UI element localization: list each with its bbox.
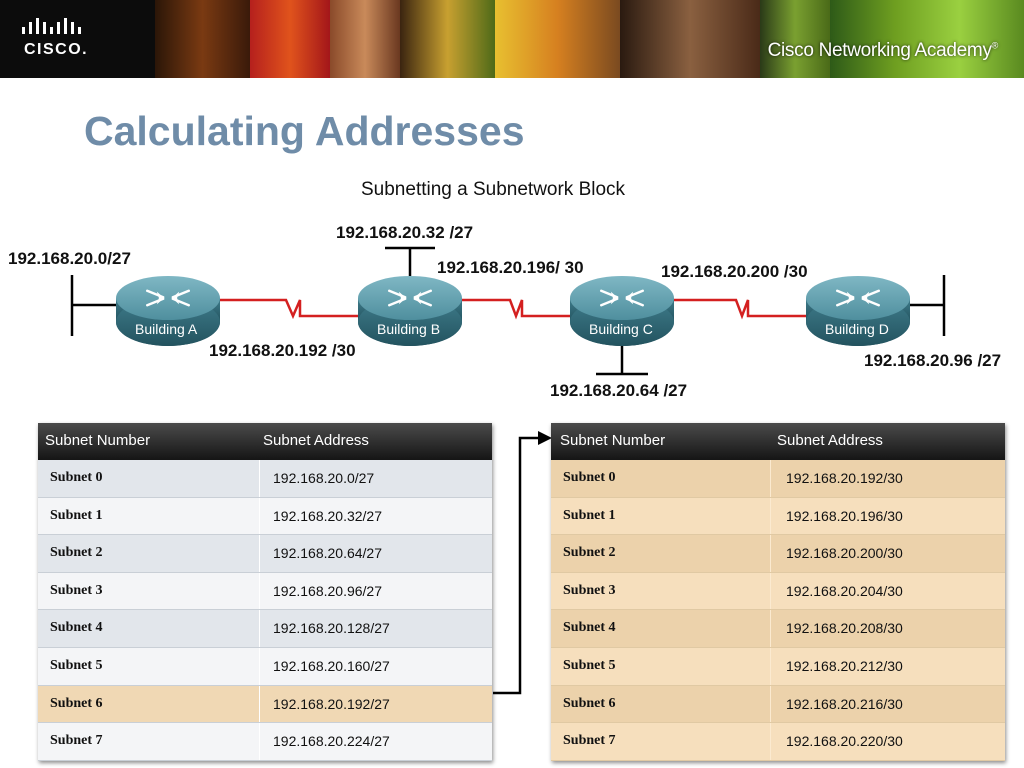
serial-link-bc xyxy=(460,298,570,320)
table-row: Subnet 2 192.168.20.200/30 xyxy=(551,535,1005,573)
table-row: Subnet 3 192.168.20.204/30 xyxy=(551,572,1005,611)
subnet-number: Subnet 3 xyxy=(50,582,103,598)
subnet-address: 192.168.20.220/30 xyxy=(786,733,903,750)
subnet-table-27: Subnet Number Subnet Address Subnet 0 192… xyxy=(38,423,492,761)
header-subnet-address: Subnet Address xyxy=(777,432,883,449)
banner-photo-1 xyxy=(155,0,250,78)
table-header: Subnet Number Subnet Address xyxy=(551,423,1005,460)
diagram-title: Subnetting a Subnetwork Block xyxy=(361,179,626,200)
subnet-number: Subnet 0 xyxy=(563,470,616,485)
subnet-address: 192.168.20.196/30 xyxy=(786,507,903,524)
subnet-number: Subnet 1 xyxy=(50,507,103,523)
subnet-address: 192.168.20.64/27 xyxy=(273,545,382,562)
router-label-a: Building A xyxy=(135,321,198,337)
router-label-c: Building C xyxy=(589,321,653,337)
subnet-address: 192.168.20.224/27 xyxy=(273,733,390,750)
subnet-number: Subnet 6 xyxy=(50,695,103,711)
router-label-d: Building D xyxy=(825,321,889,337)
label-lan-b: 192.168.20.32 /27 xyxy=(336,223,474,242)
subnet-number: Subnet 6 xyxy=(563,695,616,711)
arrow-head-icon xyxy=(538,431,552,445)
subnet-address: 192.168.20.192/30 xyxy=(786,470,903,486)
header-subnet-address: Subnet Address xyxy=(263,432,369,449)
router-building-d xyxy=(806,276,910,346)
subnet-address: 192.168.20.212/30 xyxy=(786,657,903,674)
table-row: Subnet 7 192.168.20.220/30 xyxy=(551,723,1005,761)
serial-link-cd xyxy=(672,298,806,320)
serial-link-ab xyxy=(218,298,358,320)
table-row: Subnet 5 192.168.20.160/27 xyxy=(38,647,492,686)
table-row: Subnet 4 192.168.20.208/30 xyxy=(551,610,1005,648)
table-connector-arrow xyxy=(493,431,552,695)
table-row-highlighted: Subnet 6 192.168.20.192/27 xyxy=(38,685,492,724)
subnet-address: 192.168.20.128/27 xyxy=(273,620,390,637)
label-lan-c: 192.168.20.64 /27 xyxy=(550,381,688,400)
subnet-address: 192.168.20.160/27 xyxy=(273,657,390,674)
banner-photo-5 xyxy=(495,0,620,78)
registered-mark: ® xyxy=(991,40,999,51)
router-label-b: Building B xyxy=(377,321,441,337)
lan-lines xyxy=(70,246,946,376)
subnet-address: 192.168.20.192/27 xyxy=(273,695,390,712)
subnet-number: Subnet 7 xyxy=(50,733,103,749)
subnet-table-30: Subnet Number Subnet Address Subnet 0 192… xyxy=(551,423,1005,761)
router-building-c xyxy=(570,276,674,346)
table-row: Subnet 4 192.168.20.128/27 xyxy=(38,610,492,648)
subnet-number: Subnet 1 xyxy=(563,507,616,523)
subnet-number: Subnet 7 xyxy=(563,733,616,749)
banner-photo-6 xyxy=(620,0,760,78)
router-building-b xyxy=(358,276,462,346)
header-banner: CISCO. Cisco Networking Academy® xyxy=(0,0,1024,78)
subnet-number: Subnet 2 xyxy=(50,545,103,561)
subnet-address: 192.168.20.216/30 xyxy=(786,695,903,712)
subnet-number: Subnet 0 xyxy=(50,470,103,485)
table-row: Subnet 2 192.168.20.64/27 xyxy=(38,535,492,573)
subnet-address: 192.168.20.208/30 xyxy=(786,620,903,637)
label-link-bc: 192.168.20.196/ 30 xyxy=(437,258,584,277)
slide-title: Calculating Addresses xyxy=(84,108,525,154)
subnet-address: 192.168.20.204/30 xyxy=(786,582,903,599)
serial-links xyxy=(218,298,806,320)
table-row: Subnet 0 192.168.20.192/30 xyxy=(551,460,1005,498)
label-lan-a: 192.168.20.0/27 xyxy=(8,249,131,268)
table-row: Subnet 3 192.168.20.96/27 xyxy=(38,572,492,611)
subnet-address: 192.168.20.96/27 xyxy=(273,582,382,599)
cisco-logo-text: CISCO. xyxy=(24,41,89,58)
subnet-number: Subnet 5 xyxy=(50,657,103,673)
banner-photo-4 xyxy=(400,0,495,78)
subnet-number: Subnet 5 xyxy=(563,657,616,673)
subnet-number: Subnet 3 xyxy=(563,582,616,598)
table-row: Subnet 0 192.168.20.0/27 xyxy=(38,460,492,498)
table-row: Subnet 5 192.168.20.212/30 xyxy=(551,647,1005,686)
subnet-number: Subnet 2 xyxy=(563,545,616,561)
cisco-logo: CISCO. xyxy=(0,0,155,78)
subnet-number: Subnet 4 xyxy=(563,620,616,636)
table-row: Subnet 6 192.168.20.216/30 xyxy=(551,685,1005,724)
label-lan-d: 192.168.20.96 /27 xyxy=(864,351,1002,370)
header-subnet-number: Subnet Number xyxy=(45,432,151,449)
academy-title: Cisco Networking Academy® xyxy=(767,40,999,62)
cisco-bars-icon xyxy=(22,18,81,34)
label-link-ab: 192.168.20.192 /30 xyxy=(209,341,356,360)
table-row: Subnet 7 192.168.20.224/27 xyxy=(38,723,492,761)
subnet-address: 192.168.20.200/30 xyxy=(786,545,903,562)
table-row: Subnet 1 192.168.20.32/27 xyxy=(38,497,492,536)
label-link-cd: 192.168.20.200 /30 xyxy=(661,262,808,281)
academy-text: Cisco Networking Academy xyxy=(767,40,992,61)
banner-photo-2 xyxy=(250,0,330,78)
header-subnet-number: Subnet Number xyxy=(560,432,666,449)
banner-photo-3 xyxy=(330,0,400,78)
subnet-number: Subnet 4 xyxy=(50,620,103,636)
table-row: Subnet 1 192.168.20.196/30 xyxy=(551,497,1005,536)
subnet-address: 192.168.20.32/27 xyxy=(273,507,382,524)
banner-photo-8 xyxy=(830,0,1024,78)
banner-photo-7 xyxy=(760,0,830,78)
table-header: Subnet Number Subnet Address xyxy=(38,423,492,460)
subnet-address: 192.168.20.0/27 xyxy=(273,470,375,486)
router-building-a xyxy=(116,276,220,346)
